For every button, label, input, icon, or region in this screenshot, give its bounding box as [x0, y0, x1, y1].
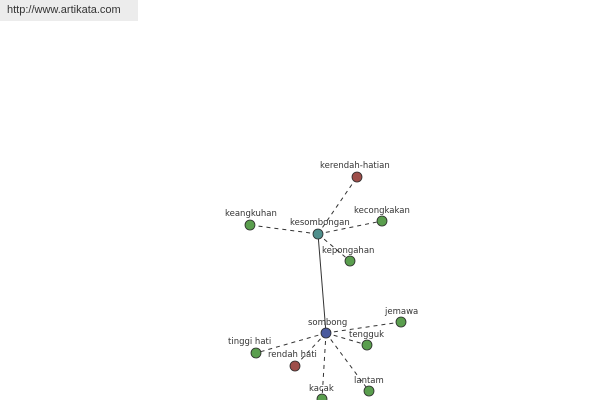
node-label-kerendah-hatian[interactable]: kerendah-hatian: [320, 161, 390, 171]
edge-kesombongan-kepongahan: [317, 233, 351, 262]
node-label-sombong[interactable]: sombong: [308, 318, 347, 328]
edge-sombong-tengguk: [325, 332, 368, 346]
node-rendah-hati[interactable]: [289, 360, 301, 372]
edge-kesombongan-kecongkakan: [317, 220, 383, 235]
edges-layer: [249, 176, 402, 400]
node-kacak[interactable]: [316, 393, 328, 400]
edge-kesombongan-keangkuhan: [249, 224, 319, 235]
node-kerendah-hatian[interactable]: [351, 171, 363, 183]
node-label-kepongahan[interactable]: kepongahan: [322, 246, 374, 256]
node-label-keangkuhan[interactable]: keangkuhan: [225, 209, 277, 219]
node-tinggi-hati[interactable]: [250, 347, 262, 359]
site-url-link[interactable]: http://www.artikata.com: [0, 0, 138, 21]
node-label-tinggi-hati[interactable]: tinggi hati: [228, 337, 271, 347]
node-label-kesombongan[interactable]: kesombongan: [290, 218, 350, 228]
node-label-jemawa[interactable]: jemawa: [384, 307, 418, 317]
node-kepongahan[interactable]: [344, 255, 356, 267]
nodes-layer: [244, 171, 407, 400]
node-keangkuhan[interactable]: [244, 219, 256, 231]
edge-kesombongan-kerendah-hatian: [317, 176, 358, 235]
node-label-rendah-hati[interactable]: rendah hati: [268, 350, 317, 360]
node-sombong[interactable]: [320, 327, 332, 339]
node-label-kecongkakan[interactable]: kecongkakan: [354, 206, 410, 216]
node-label-tengguk[interactable]: tengguk: [349, 330, 384, 340]
node-tengguk[interactable]: [361, 339, 373, 351]
node-label-kacak[interactable]: kacak: [309, 384, 334, 394]
node-kecongkakan[interactable]: [376, 215, 388, 227]
edge-sombong-kesombongan: [317, 233, 327, 334]
node-kesombongan[interactable]: [312, 228, 324, 240]
node-jemawa[interactable]: [395, 316, 407, 328]
edge-sombong-kacak: [321, 332, 327, 400]
labels-layer: sombong kesombongan kerendah-hatian keangku…: [225, 161, 418, 394]
node-label-lantam[interactable]: lantam: [354, 376, 384, 386]
node-lantam[interactable]: [363, 385, 375, 397]
